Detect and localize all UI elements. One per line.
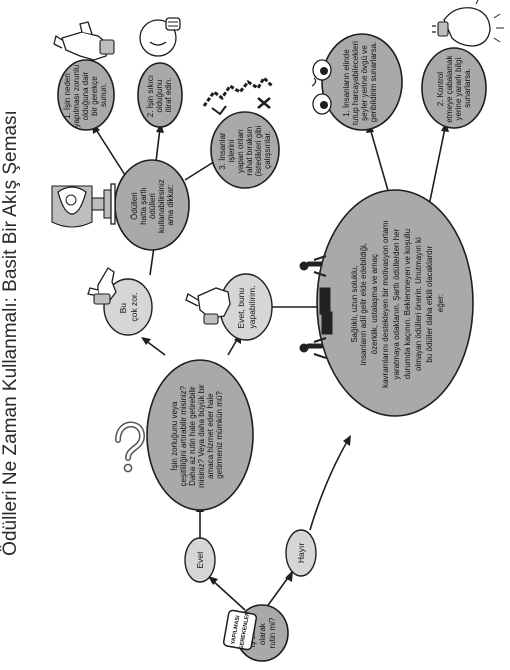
question-line-6: getirmeniz mümkün mü? [215, 391, 224, 479]
tip-3-line-4: rahat bıraksın [245, 127, 254, 176]
arrow-conditional-to-tip1 [94, 127, 126, 176]
can-do-line-2: yapabilirim. [247, 286, 257, 329]
tip-5-node: 2. Kontrol etmeye çabalamak yerine yarar… [421, 47, 487, 129]
svg-text:Evet, bunu yapabilirim.: Evet, bunu yapabilirim. [236, 285, 257, 328]
conditional-line-5: ama dikkat: [166, 185, 175, 226]
arrow-start-to-hayir [265, 574, 291, 609]
question-mark-icon [115, 421, 146, 473]
hayir-label: Hayır [296, 543, 306, 563]
conditional-line-4: kullanabilirsiniz [157, 179, 166, 233]
svg-text:Ödülleri hatta şartlı: Ödülleri hatta şartlı ödülleri kullanabi… [130, 177, 175, 233]
evet-label: Evet [195, 551, 205, 569]
light-bulb-icon [432, 0, 504, 47]
trophy-icon [51, 183, 116, 228]
center-node: Sağlıklı, uzun soluklu, insanların adil … [316, 189, 474, 417]
svg-text:1. İnsanların elinde tut: 1. İnsanların elinde tutup harcayabilece… [342, 39, 378, 125]
conditional-node: Ödülleri hatta şartlı ödülleri kullanabi… [114, 159, 190, 251]
question-line-3: Daha az rutin hale getirebilir [188, 386, 197, 486]
svg-text:İşin zorluğunu veya çeşi: İşin zorluğunu veya çeşitliliğini artıra… [170, 382, 224, 488]
question-line-4: misiniz? Veya daha büyük bir [197, 384, 206, 488]
arrow-hayir-to-center [309, 439, 349, 531]
conditional-line-3: ödülleri [148, 193, 157, 219]
tip-4-line-4: geribildirim sunarlarsa. [369, 42, 378, 122]
tip-2-line-2: olduğunu [155, 80, 164, 113]
tip-3-line-2: işlerini [227, 140, 236, 163]
svg-text:Sağlıklı, uzun soluklu,: Sağlıklı, uzun soluklu, insanların adil … [350, 218, 445, 388]
center-line-3: özerklik, ustalaşma ve amaç [370, 254, 379, 354]
too-hard-line-1: Bu [118, 303, 128, 314]
svg-text:Bu çok zor.: Bu çok zor. [118, 292, 139, 321]
arrow-start-to-evet [211, 579, 246, 611]
svg-text:1. İşin neden yapılması: 1. İşin neden yapılması zorunlu olduğuna… [63, 63, 108, 128]
face-icon [139, 17, 181, 57]
tip-4-line-3: şeyler yerine övgü ve [360, 45, 369, 121]
svg-text:3. İnsanlar işlerini: 3. İnsanlar işlerini yapan onları rahat … [218, 124, 272, 177]
can-do-line-1: Evet, bunu [236, 288, 246, 329]
tip-5-line-2: etmeye çabalamak [445, 55, 454, 123]
too-hard-line-2: çok zor. [129, 292, 139, 321]
tip-4-line-1: 1. İnsanların elinde [342, 49, 351, 117]
tip-2-node: 2. İşin sıkıcı olduğunu itiraf edin. [137, 62, 183, 128]
center-line-5: yaratmaya odaklanın. Şartlı ödüllerden h… [392, 228, 401, 379]
eyes-icon [311, 59, 332, 115]
tip-3-line-6: çalışsınlar. [263, 131, 272, 169]
tip-3-node: 3. İnsanlar işlerini yapan onları rahat … [210, 111, 280, 189]
tip-5-line-1: 2. Kontrol [436, 72, 445, 106]
svg-text:2. İşin sıkıcı olduğunu: 2. İşin sıkıcı olduğunu itiraf edin. [146, 73, 173, 117]
tip-4-node: 1. İnsanların elinde tutup harcayabilece… [321, 33, 403, 131]
arrow-question-to-toohard [144, 339, 166, 356]
start-line-2: olarak [258, 622, 267, 645]
tip-1-line-2: yapılması zorunlu [72, 65, 81, 128]
tip-2-line-1: 2. İşin sıkıcı [146, 75, 155, 117]
tip-1-line-5: sunun. [99, 83, 108, 107]
evet-node: Evet [184, 537, 216, 583]
conditional-line-1: Ödülleri [130, 192, 139, 220]
question-node: İşin zorluğunu veya çeşitliliğini artıra… [146, 359, 254, 511]
pointing-hand-icon [87, 267, 117, 305]
tip-1-line-3: olduğuna dair [81, 72, 90, 121]
question-line-5: amaca hizmet eder hale [206, 393, 215, 479]
tip-4-line-2: tutup harcayabilecekleri [351, 41, 360, 125]
tip-5-line-3: yerine yararlı bilgi [454, 58, 463, 121]
tip-5-line-4: sunarlarsa. [463, 68, 472, 108]
badge-line-1: YAPILMASI [230, 615, 241, 646]
center-line-2: insanların adil gelir elde edebildiği, [359, 243, 368, 365]
center-line-7: olmayan ödülleri önerin. Unutmayın ki [414, 237, 423, 371]
tip-3-line-1: 3. İnsanlar [218, 132, 227, 170]
tangled-tape-icon [202, 75, 274, 116]
center-line-6: durumda kaçının. Beklenmeyen ve koşullu [403, 229, 412, 379]
tip-1-node: 1. İşin neden yapılması zorunlu olduğuna… [57, 59, 115, 131]
pointing-hand-2-icon [185, 287, 231, 325]
center-line-9: eğer: [436, 294, 445, 312]
start-line-3: rutin mi? [268, 617, 277, 648]
tip-1-line-4: bir gerekçe [90, 76, 99, 116]
svg-text:2. Kontrol etmeye çabala: 2. Kontrol etmeye çabalamak yerine yarar… [436, 53, 472, 122]
question-line-2: çeşitliliğini artırabilir misiniz? [179, 385, 188, 486]
people-at-desk-icon [299, 255, 333, 359]
tip-1-line-1: 1. İşin neden [63, 73, 72, 119]
tip-2-line-3: itiraf edin. [164, 78, 173, 113]
center-line-4: kavramlarını destekleyen bir motivasyon … [381, 220, 390, 388]
tip-3-line-3: yapan onları [236, 129, 245, 173]
center-line-8: bu ödüller daha etkili olacaklardır [425, 245, 434, 362]
todo-badge-icon: YAPILMASI GEREKENLER [222, 609, 258, 651]
conditional-line-2: hatta şartlı [139, 187, 148, 224]
pointing-finger-icon [53, 21, 115, 61]
question-line-1: İşin zorluğunu veya [170, 401, 179, 470]
center-line-1: Sağlıklı, uzun soluklu, [350, 265, 359, 342]
tip-3-line-5: (istedikleri gibi [254, 126, 263, 177]
hayir-node: Hayır [285, 529, 317, 577]
